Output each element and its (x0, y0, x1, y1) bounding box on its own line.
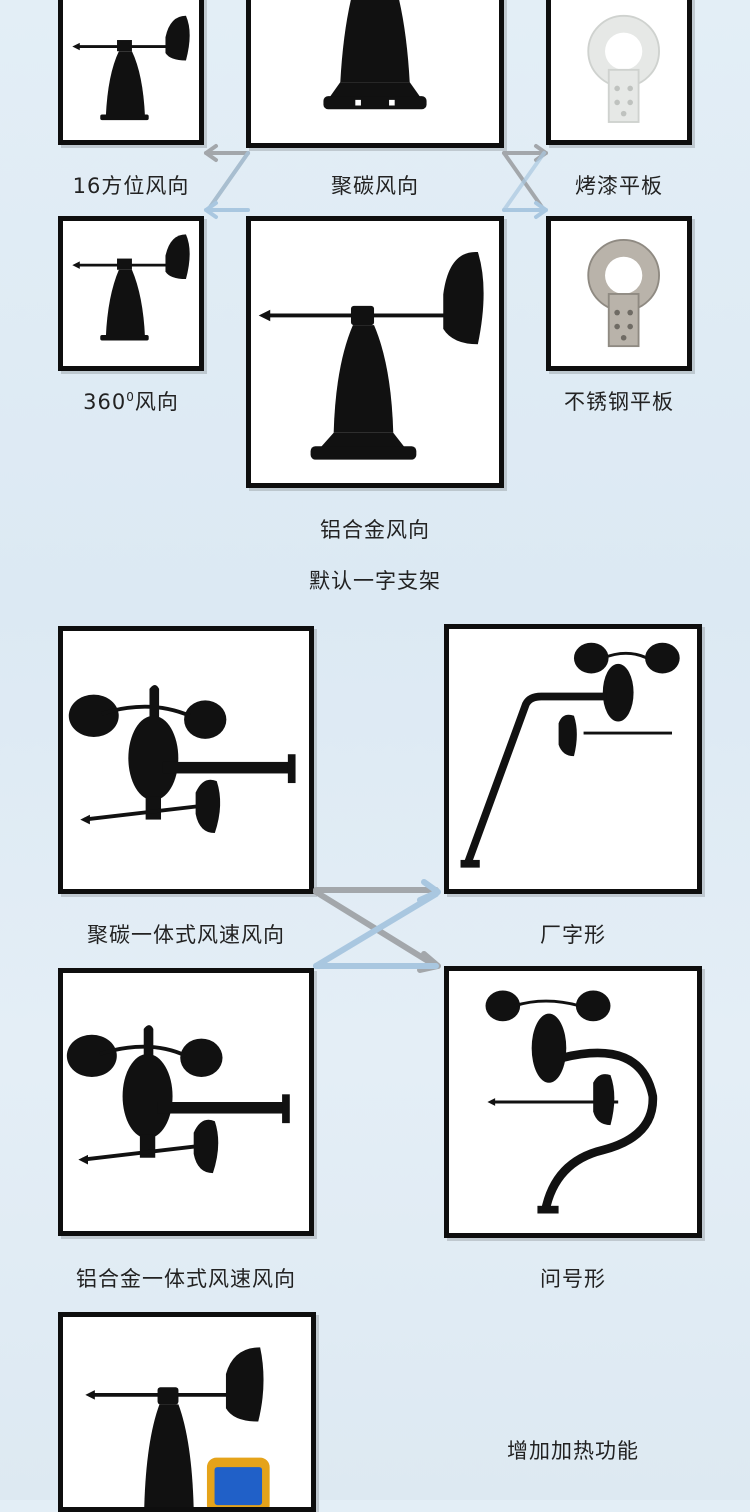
label-l-shape: 厂字形 (540, 923, 606, 947)
label-steel-plate: 不锈钢平板 (564, 390, 674, 414)
product-frame-16-direction (58, 0, 204, 145)
product-frame-360 (58, 216, 204, 371)
label-aluminum-combo: 铝合金一体式风速风向 (76, 1267, 296, 1291)
product-frame-steel-plate (546, 216, 692, 371)
product-frame-carbon (246, 0, 504, 148)
combo-sensor-aluminum-image (66, 1025, 290, 1174)
arrow-gray-mid-diagonal (313, 889, 439, 969)
label-360-number: 360 (83, 390, 127, 414)
product-frame-heated (58, 1312, 316, 1512)
l-shape-bracket-image (460, 642, 680, 868)
wind-vane-aluminum-image (258, 251, 484, 460)
arrow-blue-mid-diagonal (313, 891, 439, 969)
label-heating-option: 增加加热功能 (507, 1439, 639, 1463)
wind-vane-360-image (72, 234, 190, 341)
label-question-shape: 问号形 (540, 1267, 606, 1291)
product-frame-aluminum (246, 216, 504, 488)
wind-vane-carbon-image (323, 0, 427, 110)
question-shape-bracket-image (485, 990, 658, 1214)
wind-vane-small-image (72, 15, 190, 121)
label-aluminum-vane: 铝合金风向 (320, 518, 430, 542)
label-paint-plate: 烤漆平板 (575, 174, 663, 198)
label-360-superscript: 0 (126, 390, 135, 404)
product-frame-carbon-combo (58, 626, 314, 894)
label-360-direction: 3600风向 (58, 386, 204, 416)
label-carbon-vane: 聚碳风向 (331, 174, 419, 198)
label-360-text: 风向 (134, 390, 179, 414)
label-16-direction: 16方位风向 (72, 174, 190, 198)
product-frame-aluminum-combo (58, 968, 314, 1236)
product-frame-l-shape (444, 624, 702, 894)
product-frame-paint-plate (546, 0, 692, 145)
section-note-default-bracket: 默认一字支架 (309, 569, 441, 593)
combo-sensor-carbon-image (68, 685, 296, 834)
heated-wind-vane-image (85, 1347, 270, 1507)
label-carbon-combo: 聚碳一体式风速风向 (87, 923, 285, 947)
bracket-plate-painted-image (587, 14, 660, 123)
bracket-plate-steel-image (587, 239, 660, 348)
product-frame-question-shape (444, 966, 702, 1238)
